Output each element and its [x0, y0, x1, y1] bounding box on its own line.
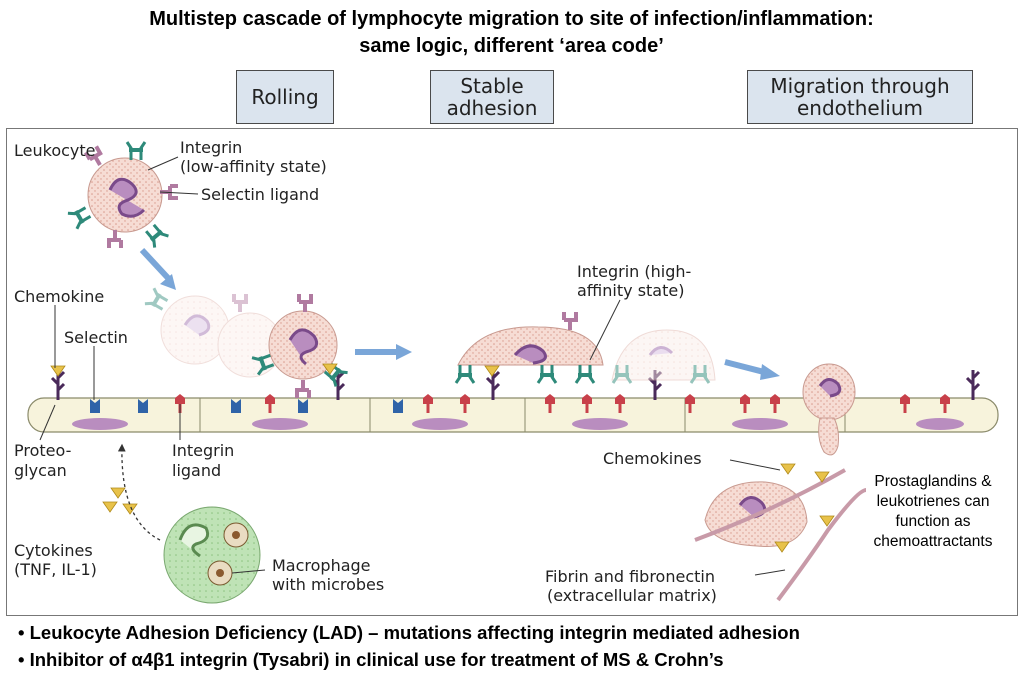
- label-chemokines: Chemokines: [603, 449, 702, 468]
- flow-arrows: [139, 247, 780, 380]
- label-macrophage-1: Macrophage: [272, 556, 371, 575]
- stage-migration: Migration through endothelium: [747, 70, 973, 124]
- rolling-cells-faded: [143, 286, 283, 378]
- note-line-4: chemoattractants: [873, 533, 993, 550]
- stage-migration-label-1: Migration through: [770, 74, 950, 98]
- leader-lines: [39, 156, 786, 576]
- label-leukocyte: Leukocyte: [14, 141, 96, 160]
- label-proteoglycan-1: Proteo-: [14, 441, 72, 460]
- stage-stable-label-2: adhesion: [446, 96, 538, 120]
- note-line-3: function as: [895, 513, 971, 530]
- label-integrin-ligand-1: Integrin: [172, 441, 235, 460]
- chemoattractant-note: Prostaglandins & leukotrienes can functi…: [848, 472, 1018, 552]
- label-cytokines-2: (TNF, IL-1): [14, 560, 97, 579]
- title-line-1: Multistep cascade of lymphocyte migratio…: [149, 8, 874, 30]
- label-cytokines-1: Cytokines: [14, 541, 93, 560]
- note-line-1: Prostaglandins &: [874, 473, 992, 490]
- label-proteoglycan-2: glycan: [14, 461, 67, 480]
- adherent-leukocyte: [454, 310, 604, 385]
- stage-rolling-label: Rolling: [251, 85, 319, 109]
- label-integrin-ligand-2: ligand: [172, 461, 222, 480]
- label-macrophage-2: with microbes: [272, 575, 385, 594]
- stage-rolling: Rolling: [236, 70, 334, 124]
- cytokine-arrow: [117, 443, 161, 541]
- bullet-lad: • Leukocyte Adhesion Deficiency (LAD) – …: [18, 622, 800, 643]
- macrophage: [163, 506, 261, 604]
- label-integrin-low-2: (low-affinity state): [180, 157, 327, 176]
- label-integrin-high-2: affinity state): [577, 281, 685, 300]
- adherent-leukocyte-faded: [611, 329, 716, 385]
- stage-stable-adhesion: Stable adhesion: [430, 70, 554, 124]
- title-line-2: same logic, different ‘area code’: [359, 35, 664, 57]
- label-selectin-ligand: Selectin ligand: [201, 185, 320, 204]
- note-line-2: leukotrienes can: [876, 493, 990, 510]
- stage-stable-label-1: Stable: [460, 74, 524, 98]
- stage-migration-label-2: endothelium: [796, 96, 923, 120]
- label-fibrin-2: (extracellular matrix): [547, 586, 717, 605]
- label-integrin-low-1: Integrin: [180, 138, 243, 157]
- label-fibrin-1: Fibrin and fibronectin: [545, 567, 715, 586]
- label-integrin-high-1: Integrin (high-: [577, 262, 692, 281]
- leukocyte-cell: [66, 140, 180, 250]
- transmigrating-leukocyte: [802, 363, 856, 456]
- fibrin-strands: [694, 468, 867, 602]
- rolling-leukocyte: [250, 292, 350, 400]
- cytokines: [102, 487, 138, 515]
- bullet-tysabri: • Inhibitor of α4β1 integrin (Tysabri) i…: [18, 649, 724, 670]
- label-chemokine: Chemokine: [14, 287, 105, 306]
- label-selectin: Selectin: [64, 328, 128, 347]
